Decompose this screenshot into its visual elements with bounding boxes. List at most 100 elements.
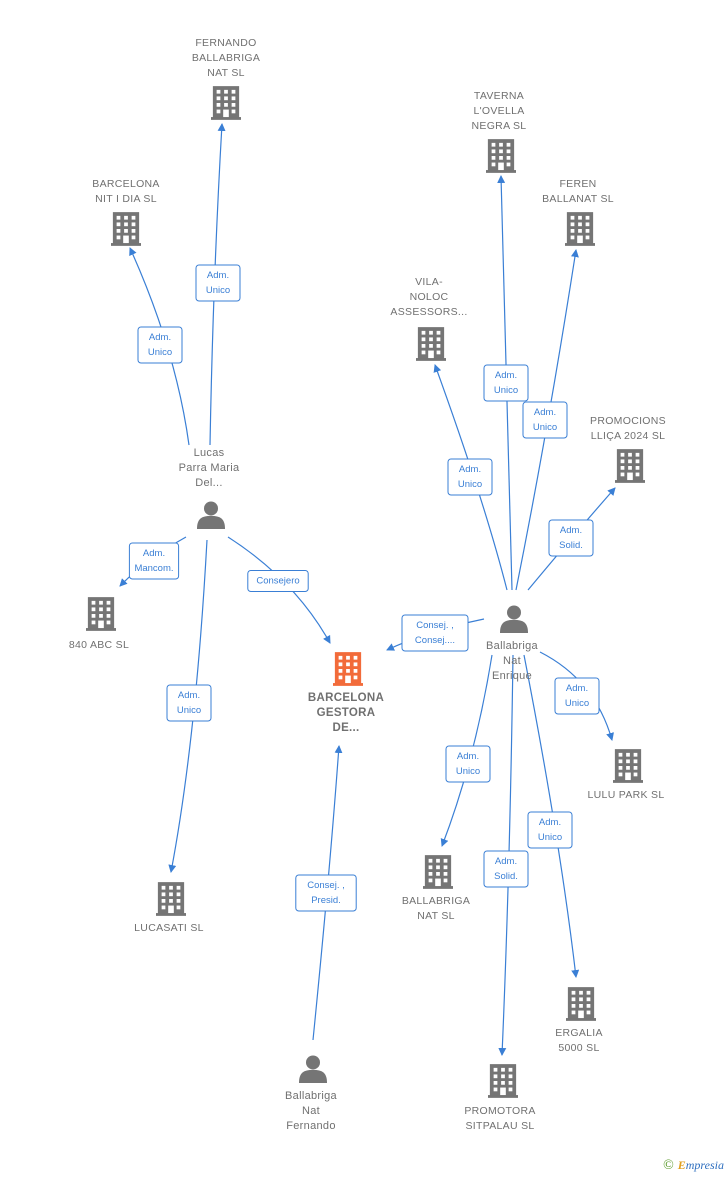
node-lucasati[interactable]: LUCASATI SL <box>134 882 204 934</box>
edges-layer <box>119 123 616 1056</box>
edge-label-lucas-to-bgd[interactable]: Consejero <box>247 570 309 592</box>
edge-label-text: Consej. , <box>307 880 345 891</box>
node-label: BARCELONA <box>92 178 159 190</box>
edge-label-enrique-to-taverna[interactable]: Adm.Unico <box>483 364 529 402</box>
edge-label-enrique-to-bgd[interactable]: Consej. ,Consej.... <box>401 614 469 652</box>
edge-label-lucas-to-fbn[interactable]: Adm.Unico <box>195 264 241 302</box>
node-label: NAT SL <box>417 910 455 922</box>
edge-label-lucas-to-abc840[interactable]: Adm. Mancom. <box>128 542 180 580</box>
edge-label-text: Unico <box>177 705 201 716</box>
edge-label-text: Adm. <box>143 548 165 559</box>
edge-label-box <box>554 677 600 715</box>
node-lulu[interactable]: LULU PARK SL <box>588 749 665 801</box>
edge-label-text: Adm. <box>539 817 561 828</box>
edge-label-text: Solid. <box>559 540 583 551</box>
edge-label-box <box>166 684 212 722</box>
node-label: GESTORA <box>317 707 376 719</box>
node-label: Nat <box>503 655 521 667</box>
empresia-watermark[interactable]: ©Empresia <box>663 1158 724 1174</box>
edge-lucas-to-lucasati <box>168 539 208 873</box>
building-icon <box>333 652 363 686</box>
edge-labels-layer: Adm.UnicoAdm.UnicoAdm.Mancom.ConsejeroAd… <box>128 264 600 912</box>
edge-label-text: Adm. <box>178 690 200 701</box>
node-label: Ballabriga <box>285 1090 338 1102</box>
edge-label-enrique-to-bns[interactable]: Adm.Unico <box>445 745 491 783</box>
edge-label-enrique-to-feren[interactable]: Adm.Unico <box>522 401 568 439</box>
watermark-initial: E <box>677 1158 686 1172</box>
edge-label-text: Adm. <box>207 270 229 281</box>
building-icon <box>565 212 595 246</box>
person-icon <box>197 501 225 529</box>
edge-label-box <box>522 401 568 439</box>
edge-label-box <box>247 570 309 592</box>
node-fbn[interactable]: FERNANDO BALLABRIGA NAT SL <box>192 37 260 120</box>
node-label: LULU PARK SL <box>588 789 665 801</box>
edge-label-lucas-to-lucasati[interactable]: Adm. Unico <box>166 684 212 722</box>
edge-label-enrique-to-sitpalau[interactable]: Adm.Solid. <box>483 850 529 888</box>
node-label: ERGALIA <box>555 1027 603 1039</box>
edge-label-text: Adm. <box>495 370 517 381</box>
building-icon <box>566 987 596 1021</box>
node-label: FERNANDO <box>195 37 256 49</box>
building-icon <box>111 212 141 246</box>
edge-label-text: Consej. , <box>416 620 454 631</box>
edge-label-box <box>483 850 529 888</box>
edge-label-text: Unico <box>456 766 480 777</box>
node-label: LUCASATI SL <box>134 922 204 934</box>
node-vila[interactable]: VILA-NOLOCASSESSORS... <box>390 276 467 361</box>
edge-label-box <box>128 542 180 580</box>
edge-label-enrique-to-vila[interactable]: Adm.Unico <box>447 458 493 496</box>
building-icon <box>416 327 446 361</box>
edge-label-text: Adm. <box>495 856 517 867</box>
node-label: 840 ABC SL <box>69 639 129 651</box>
edge-label-box <box>445 745 491 783</box>
node-label: BALLABRIGA <box>402 895 470 907</box>
edge-label-text: Presid. <box>311 895 341 906</box>
edge-label-text: Adm. <box>149 332 171 343</box>
building-icon <box>613 749 643 783</box>
edge-label-enrique-to-lulu[interactable]: Adm.Unico <box>554 677 600 715</box>
edge-label-enrique-to-ergalia[interactable]: Adm.Unico <box>527 811 573 849</box>
edge-label-text: Consejero <box>256 576 299 587</box>
node-label: PROMOCIONS <box>590 415 666 427</box>
edge-label-lucas-to-bnid[interactable]: Adm.Unico <box>137 326 183 364</box>
node-label: NAT SL <box>207 67 245 79</box>
edge-label-fernando-to-bgd[interactable]: Consej. , Presid. <box>295 874 357 912</box>
person-icon <box>500 605 528 633</box>
building-icon <box>615 449 645 483</box>
edge-label-text: Mancom. <box>134 563 173 574</box>
node-label: VILA- <box>415 276 443 288</box>
node-label: FEREN <box>559 178 596 190</box>
node-feren[interactable]: FEREN BALLANAT SL <box>542 178 614 246</box>
edge-label-text: Adm. <box>560 525 582 536</box>
watermark-text: mpresia <box>685 1158 724 1172</box>
edge-label-enrique-to-promocions[interactable]: Adm. Solid. <box>548 519 594 557</box>
copyright-icon: © <box>663 1158 674 1173</box>
person-icon <box>299 1055 327 1083</box>
building-icon <box>486 139 516 173</box>
building-icon <box>211 86 241 120</box>
edge-label-text: Adm. <box>534 407 556 418</box>
node-bns[interactable]: BALLABRIGA NAT SL <box>402 855 470 922</box>
edge-label-box <box>401 614 469 652</box>
node-label: PROMOTORA <box>464 1105 535 1117</box>
node-label: BALLANAT SL <box>542 193 614 205</box>
node-label: Enrique <box>492 670 532 682</box>
edge-label-text: Unico <box>565 698 589 709</box>
node-bgd[interactable]: BARCELONAGESTORADE... <box>308 652 384 734</box>
node-abc840[interactable]: 840 ABC SL <box>69 597 129 651</box>
edge-label-box <box>447 458 493 496</box>
edge-label-box <box>548 519 594 557</box>
node-label: DE... <box>332 722 359 734</box>
node-label: BALLABRIGA <box>192 52 260 64</box>
